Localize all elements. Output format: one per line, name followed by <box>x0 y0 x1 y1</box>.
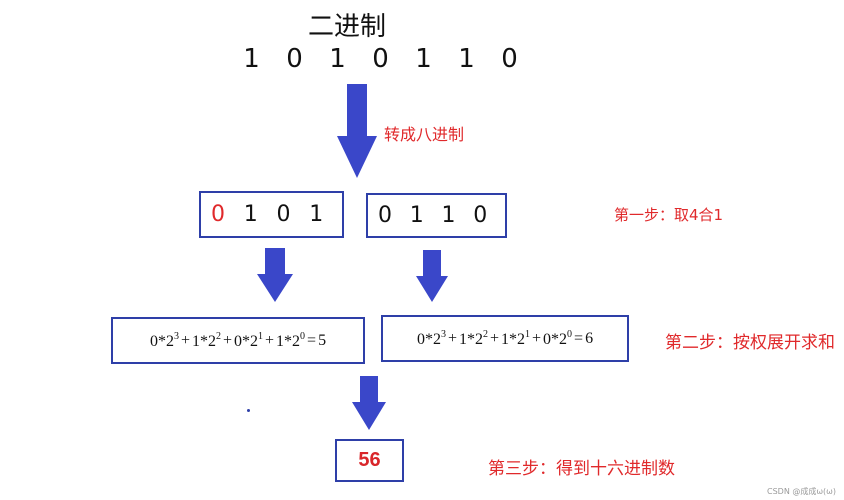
down-arrow-icon <box>416 250 448 302</box>
plus-sign: + <box>447 329 457 347</box>
group-bit: 1 <box>441 203 456 228</box>
binary-digit: 0 <box>286 44 303 74</box>
formula-term: 0*21 <box>234 330 263 350</box>
group-left-box: 0 1 0 1 <box>199 191 344 238</box>
stray-dot <box>247 409 250 412</box>
diagram-title: 二进制 <box>308 12 387 42</box>
step3-label: 第三步：得到十六进制数 <box>488 459 675 479</box>
group-bit: 0 <box>473 203 488 228</box>
plus-sign: + <box>180 331 190 349</box>
equals-sign: = <box>574 329 584 347</box>
formula-left-box: 0*23 + 1*22 + 0*21 + 1*20 = 5 <box>111 317 365 364</box>
binary-digit: 1 <box>415 44 432 74</box>
down-arrow-icon <box>337 84 377 178</box>
binary-digit: 0 <box>501 44 518 74</box>
result-value: 56 <box>358 449 381 471</box>
formula-term: 1*21 <box>501 328 530 348</box>
formula-result: 6 <box>585 329 594 347</box>
formula-term: 0*23 <box>416 328 446 348</box>
step2-label: 第二步：按权展开求和 <box>665 333 835 353</box>
group-right-box: 0 1 1 0 <box>366 193 507 238</box>
group-bit: 0 <box>211 202 225 227</box>
group-bit: 1 <box>243 202 258 227</box>
group-bit: 0 <box>378 203 392 228</box>
plus-sign: + <box>532 329 542 347</box>
binary-digit: 1 <box>329 44 346 74</box>
group-bit: 1 <box>409 203 424 228</box>
plus-sign: + <box>222 331 232 349</box>
plus-sign: + <box>489 329 499 347</box>
watermark-text: CSDN @成成ω(ω) <box>767 487 836 496</box>
formula-term: 1*22 <box>458 328 488 348</box>
formula-term: 0*23 <box>149 330 179 350</box>
group-bit: 0 <box>276 202 291 227</box>
equals-sign: = <box>307 331 317 349</box>
step1-label: 第一步：取4合1 <box>614 206 724 224</box>
group-bit: 1 <box>309 202 324 227</box>
convert-label: 转成八进制 <box>384 125 465 144</box>
formula-result: 5 <box>318 331 327 349</box>
down-arrow-icon <box>352 376 386 430</box>
binary-number: 1 0 1 0 1 1 0 <box>230 44 531 74</box>
binary-digit: 0 <box>372 44 389 74</box>
binary-digit: 1 <box>458 44 475 74</box>
formula-term: 1*22 <box>191 330 221 350</box>
binary-digit: 1 <box>243 44 260 74</box>
result-box: 56 <box>335 439 404 482</box>
formula-term: 1*20 <box>276 330 306 350</box>
formula-right-box: 0*23 + 1*22 + 1*21 + 0*20 = 6 <box>381 315 629 362</box>
formula-term: 0*20 <box>543 328 573 348</box>
plus-sign: + <box>265 331 275 349</box>
down-arrow-icon <box>257 248 293 302</box>
